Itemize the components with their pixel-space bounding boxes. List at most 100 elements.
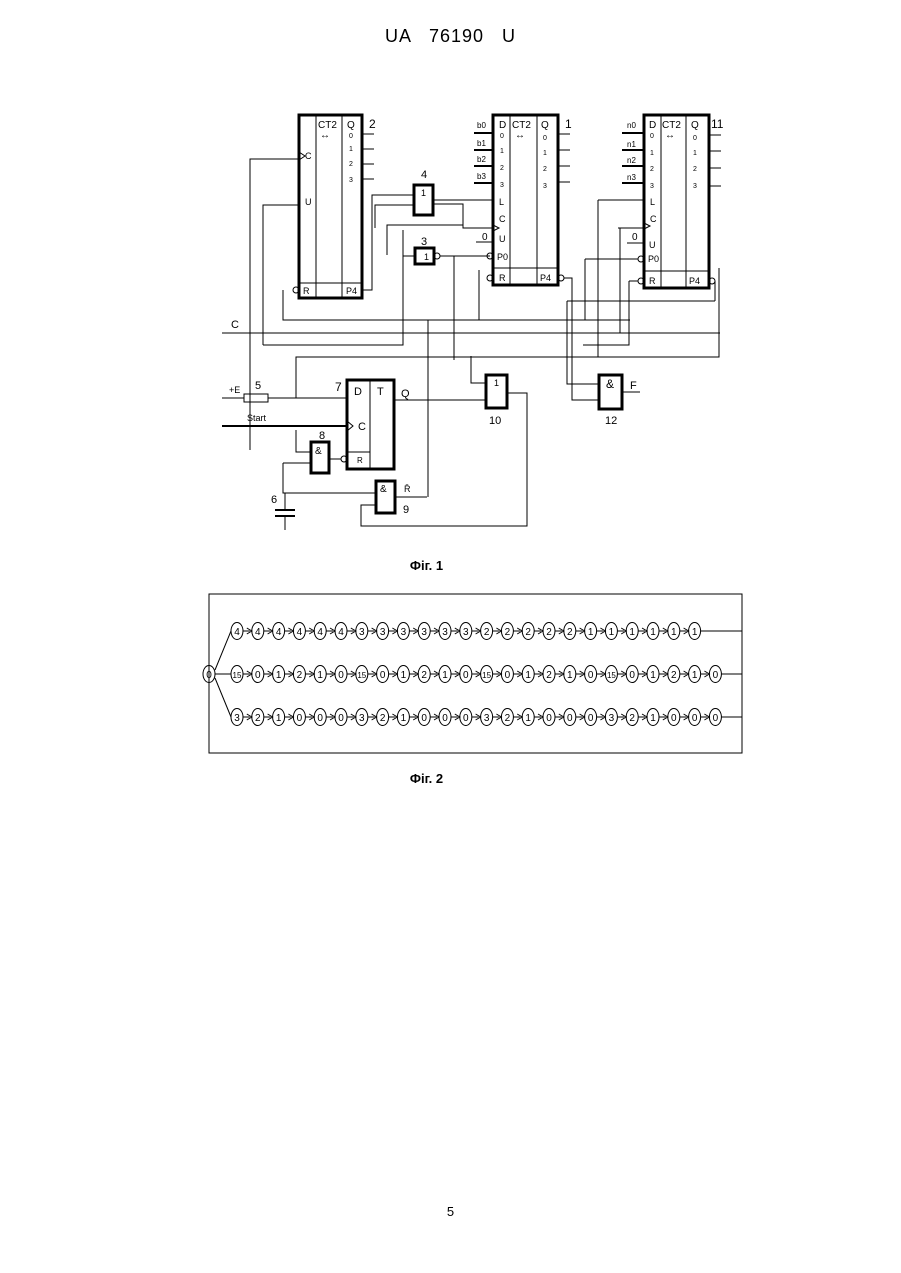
state-node-label: 3 xyxy=(359,627,365,638)
state-node xyxy=(668,709,680,726)
gate-9: & 9 R̄ xyxy=(376,481,427,516)
arrow-head xyxy=(621,671,626,677)
state-node-label: 2 xyxy=(484,627,490,638)
svg-text:8: 8 xyxy=(319,430,325,442)
state-node xyxy=(501,709,513,726)
arrow-head xyxy=(413,714,418,720)
arrow-head xyxy=(247,671,252,677)
state-node-label: 0 xyxy=(442,713,448,724)
arrow-head xyxy=(621,628,626,634)
arrow-head xyxy=(684,628,689,634)
arrow-head xyxy=(372,671,377,677)
svg-text:12: 12 xyxy=(605,415,617,427)
state-node-label: 0 xyxy=(297,713,303,724)
state-node-label: 2 xyxy=(525,627,531,638)
state-node xyxy=(335,623,347,640)
state-node-label: 1 xyxy=(629,627,635,638)
arrow-head xyxy=(704,671,709,677)
state-node xyxy=(605,623,617,640)
state-node xyxy=(397,709,409,726)
state-node xyxy=(501,666,513,683)
state-node-label: 15 xyxy=(233,671,242,680)
svg-text:2: 2 xyxy=(349,161,353,168)
state-node-label: 3 xyxy=(421,627,427,638)
svg-text:1: 1 xyxy=(650,150,654,157)
counter-11: D CT2 ↔ Q 0 1 2 3 L C U P0 R P4 0 1 2 3 … xyxy=(622,115,724,288)
svg-text:&: & xyxy=(380,484,387,495)
figure-1-caption: Фіг. 1 xyxy=(0,558,877,573)
arrow-head xyxy=(642,628,647,634)
state-node xyxy=(460,666,472,683)
state-node-label: 3 xyxy=(442,627,448,638)
state-node xyxy=(314,623,326,640)
state-node-label: 2 xyxy=(297,670,303,681)
arrow-head xyxy=(559,714,564,720)
arrow-head xyxy=(538,628,543,634)
state-node xyxy=(501,623,513,640)
state-node xyxy=(314,666,326,683)
svg-text:b0: b0 xyxy=(477,121,486,130)
clock-label: C xyxy=(231,319,239,331)
state-node-label: 15 xyxy=(482,671,491,680)
state-node xyxy=(293,623,305,640)
state-node-label: 1 xyxy=(525,713,531,724)
state-node xyxy=(418,623,430,640)
state-node xyxy=(335,709,347,726)
state-node-label: 0 xyxy=(505,670,511,681)
arrow-head xyxy=(392,714,397,720)
svg-text:0: 0 xyxy=(693,135,697,142)
state-node xyxy=(522,666,534,683)
state-node-label: 2 xyxy=(421,670,427,681)
state-node-label: 4 xyxy=(317,627,323,638)
arrow-head xyxy=(434,628,439,634)
page-number: 5 xyxy=(0,1204,901,1219)
gate-8: & 8 xyxy=(311,430,329,473)
svg-text:T: T xyxy=(377,386,384,398)
capacitor-6: 6 xyxy=(271,493,295,530)
state-node xyxy=(231,666,243,683)
arrow-head xyxy=(288,714,293,720)
svg-text:P0: P0 xyxy=(497,252,508,262)
state-node-label: 2 xyxy=(546,670,552,681)
arrow-head xyxy=(496,628,501,634)
counter-11-number: 11 xyxy=(711,117,724,131)
state-node xyxy=(356,623,368,640)
state-node-label: 2 xyxy=(505,627,511,638)
svg-text:R: R xyxy=(303,286,310,296)
state-node xyxy=(668,623,680,640)
state-node-label: 1 xyxy=(692,670,698,681)
state-node xyxy=(626,666,638,683)
state-node xyxy=(481,709,493,726)
arrow-head xyxy=(351,628,356,634)
arrow-head xyxy=(476,671,481,677)
state-node xyxy=(605,666,617,683)
arrow-head xyxy=(330,671,335,677)
arrow-head xyxy=(309,628,314,634)
state-node xyxy=(585,709,597,726)
state-node-label: 3 xyxy=(234,713,240,724)
svg-text:↔: ↔ xyxy=(320,130,330,141)
svg-text:3: 3 xyxy=(650,183,654,190)
state-node xyxy=(522,623,534,640)
state-node xyxy=(585,666,597,683)
svg-text:n3: n3 xyxy=(627,173,636,182)
arrow-head xyxy=(372,714,377,720)
state-node-label: 1 xyxy=(650,713,656,724)
svg-text:U: U xyxy=(305,197,312,207)
arrow-head xyxy=(600,671,605,677)
state-node xyxy=(231,709,243,726)
state-node xyxy=(418,709,430,726)
svg-text:Q: Q xyxy=(401,388,410,400)
svg-text:0: 0 xyxy=(482,232,488,243)
svg-text:b3: b3 xyxy=(477,172,486,181)
state-node-label: 1 xyxy=(650,670,656,681)
circuit-diagram: CT2 ↔ Q 0 1 2 3 C U R P4 2 D CT2 ↔ Q 0 1… xyxy=(0,0,901,560)
svg-text:D: D xyxy=(649,120,656,131)
state-node-label: 1 xyxy=(317,670,323,681)
arrow-head xyxy=(517,671,522,677)
arrow-head xyxy=(538,714,543,720)
svg-text:F: F xyxy=(630,380,637,392)
svg-text:C: C xyxy=(305,151,312,161)
state-node xyxy=(252,709,264,726)
state-node-label: 1 xyxy=(588,627,594,638)
